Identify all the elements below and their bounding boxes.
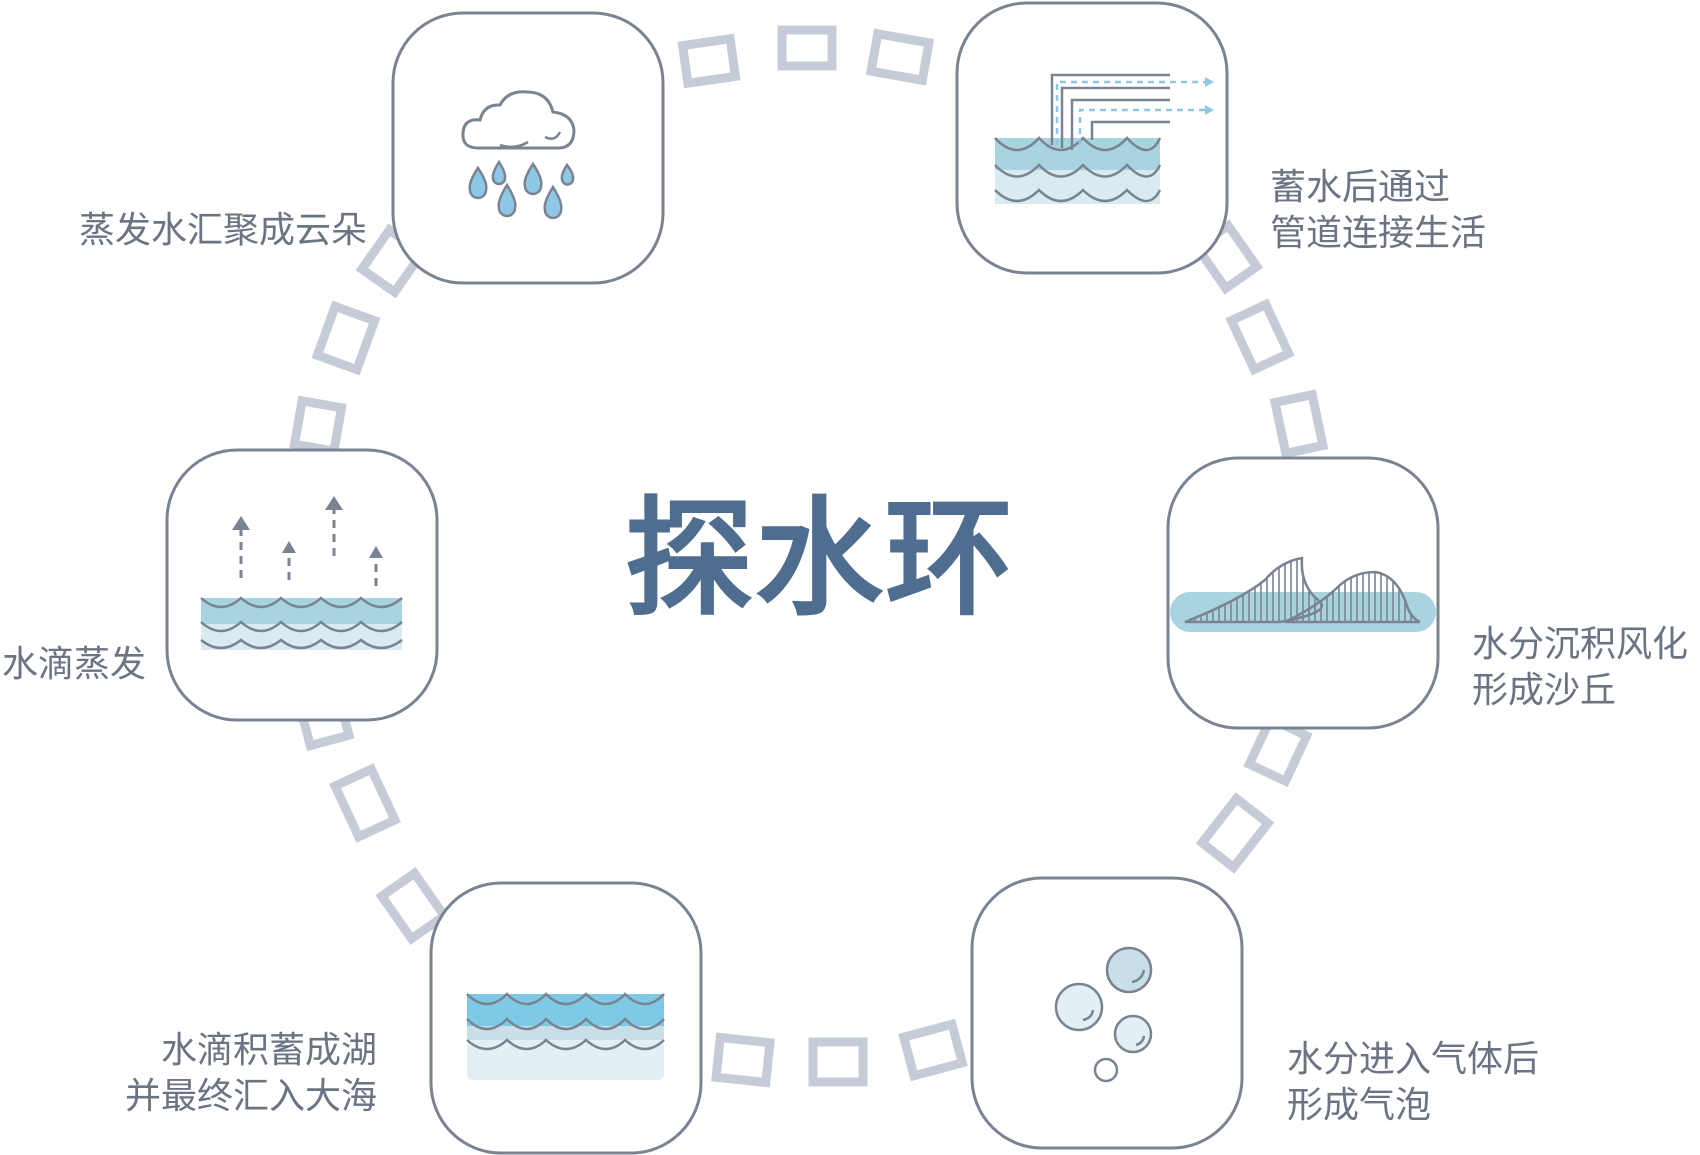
label-line: 蒸发水汇聚成云朵 bbox=[78, 210, 367, 251]
connector-square bbox=[329, 763, 401, 843]
sand-dune-icon bbox=[1170, 556, 1436, 632]
label-line: 水分进入气体后 bbox=[1287, 1039, 1540, 1080]
label-cloud: 蒸发水汇聚成云朵 bbox=[79, 208, 367, 254]
node-box-evaporate bbox=[165, 448, 439, 722]
connector-square bbox=[865, 28, 935, 86]
label-line: 水分沉积风化 bbox=[1472, 624, 1689, 665]
connector-square bbox=[311, 300, 381, 376]
bubbles-icon bbox=[1054, 946, 1153, 1083]
label-line: 并最终汇入大海 bbox=[124, 1076, 377, 1117]
label-line: 形成沙丘 bbox=[1472, 670, 1617, 711]
label-line: 蓄水后通过 bbox=[1270, 167, 1451, 208]
connector-square bbox=[375, 866, 451, 946]
lake-icon bbox=[466, 992, 665, 1080]
label-dune: 水分沉积风化 形成沙丘 bbox=[1472, 622, 1688, 714]
label-line: 水滴积蓄成湖 bbox=[160, 1030, 377, 1071]
connector-square bbox=[808, 1037, 868, 1087]
connector-square bbox=[898, 1018, 968, 1082]
connector-square bbox=[711, 1032, 775, 1088]
label-bubble: 水分进入气体后 形成气泡 bbox=[1287, 1037, 1539, 1129]
connector-square bbox=[1195, 792, 1275, 874]
label-line: 水滴蒸发 bbox=[2, 644, 147, 685]
label-line: 形成气泡 bbox=[1287, 1085, 1432, 1126]
rain-cloud-icon bbox=[461, 90, 576, 220]
label-lake: 水滴积蓄成湖 并最终汇入大海 bbox=[125, 1028, 377, 1120]
label-line: 管道连接生活 bbox=[1270, 213, 1487, 254]
evaporation-icon bbox=[200, 496, 403, 650]
label-pipe: 蓄水后通过 管道连接生活 bbox=[1270, 165, 1486, 257]
diagram-title: 探水环 bbox=[624, 485, 1015, 634]
water-pipe-icon bbox=[994, 73, 1214, 204]
connector-square bbox=[289, 395, 347, 457]
connector-square bbox=[777, 25, 837, 71]
connector-squares bbox=[289, 25, 1329, 1088]
connector-square bbox=[677, 33, 741, 89]
node-box-bubble bbox=[970, 876, 1244, 1150]
connector-square bbox=[1269, 389, 1329, 459]
label-evaporate: 水滴蒸发 bbox=[2, 642, 146, 688]
connector-square bbox=[1225, 298, 1295, 376]
